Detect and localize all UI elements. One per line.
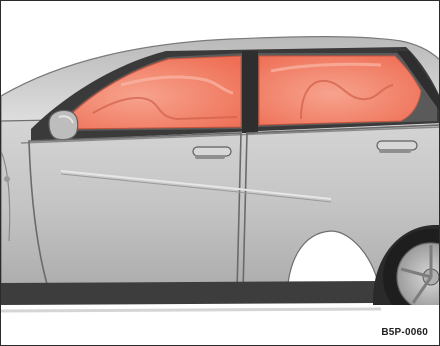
side-sill (1, 281, 381, 305)
front-handle-recess (195, 155, 225, 159)
ground-shadow (1, 309, 381, 311)
rear-handle-recess (379, 149, 411, 153)
image-code-label: B5P-0060 (376, 326, 433, 341)
front-door-handle (193, 147, 231, 156)
side-mirror (49, 111, 78, 140)
b-pillar (242, 51, 258, 133)
rear-door-handle (377, 141, 417, 150)
rear-curtain-airbag (259, 56, 421, 125)
side-marker (4, 176, 10, 182)
